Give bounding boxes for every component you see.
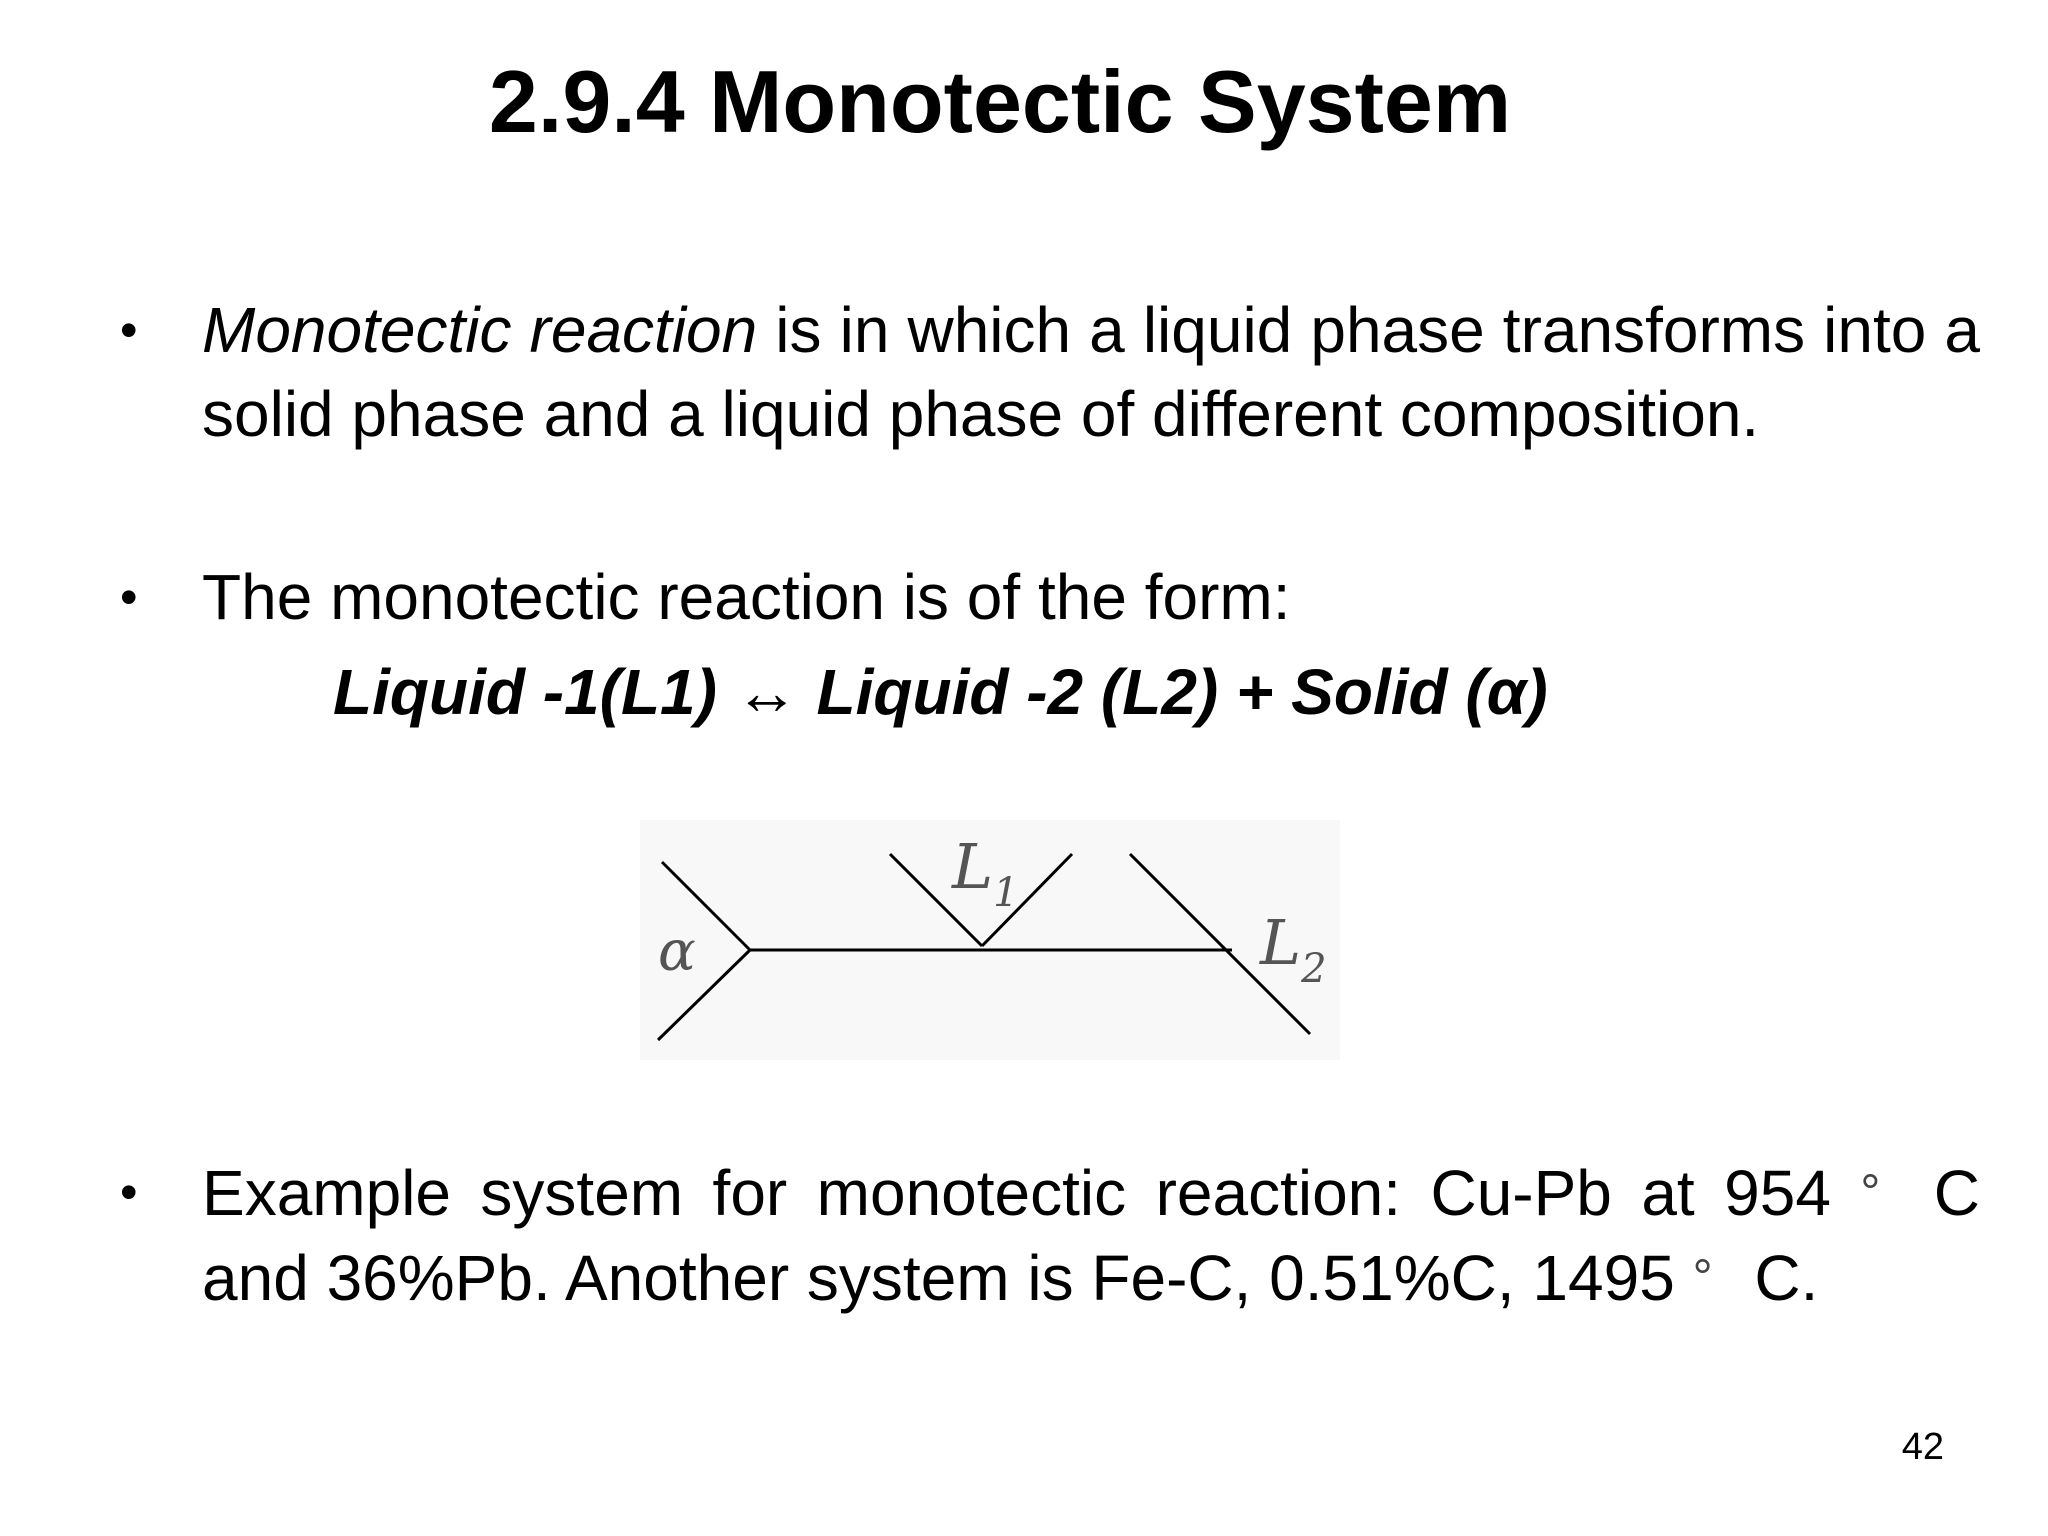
example-text-3: C.: [1754, 1242, 1819, 1314]
alpha-upper-line: [660, 860, 752, 952]
slide-title: 2.9.4 Monotectic System: [488, 52, 1512, 151]
example-text-1: Example system for monotectic reaction: …: [202, 1157, 1861, 1229]
double-arrow-icon: ↔: [734, 656, 799, 728]
degree-symbol-icon: °: [1692, 1249, 1713, 1305]
l1-right-line: [980, 852, 1074, 948]
term-monotectic-reaction: Monotectic reaction: [202, 294, 758, 366]
l1-left-line: [888, 852, 984, 948]
bullet-text: Monotectic reaction is in which a liquid…: [202, 288, 1980, 456]
equation-right: Liquid -2 (L2) + Solid (α): [798, 656, 1548, 728]
bullet-reaction-form: • The monotectic reaction is of the form…: [120, 555, 1980, 639]
degree-symbol-icon: °: [1860, 1164, 1881, 1220]
bullet-example-systems: • Example system for monotectic reaction…: [120, 1150, 1980, 1320]
l1-label: L1: [951, 830, 1019, 916]
example-text-2: C and 36%Pb. Another system is Fe-C, 0.5…: [202, 1157, 1981, 1314]
bullet-monotectic-definition: • Monotectic reaction is in which a liqu…: [120, 288, 1980, 456]
l2-line: [1128, 852, 1312, 1036]
equation-left: Liquid -1(L1): [333, 656, 735, 728]
alpha-lower-line: [656, 948, 752, 1042]
bullet-text: Example system for monotectic reaction: …: [202, 1150, 1980, 1320]
monotectic-equation: Liquid -1(L1) ↔ Liquid -2 (L2) + Solid (…: [333, 650, 1548, 734]
l2-label: L2: [1259, 906, 1327, 992]
page-number: 42: [1901, 1426, 1944, 1468]
alpha-label: α: [658, 919, 696, 984]
definition-text: is in which a liquid phase transforms in…: [202, 294, 1981, 450]
bullet-marker: •: [120, 569, 138, 625]
bullet-text: The monotectic reaction is of the form:: [202, 561, 1291, 633]
monotectic-diagram: α L1 L2: [640, 820, 1340, 1060]
bullet-marker: •: [120, 1164, 138, 1220]
bullet-marker: •: [120, 302, 138, 358]
